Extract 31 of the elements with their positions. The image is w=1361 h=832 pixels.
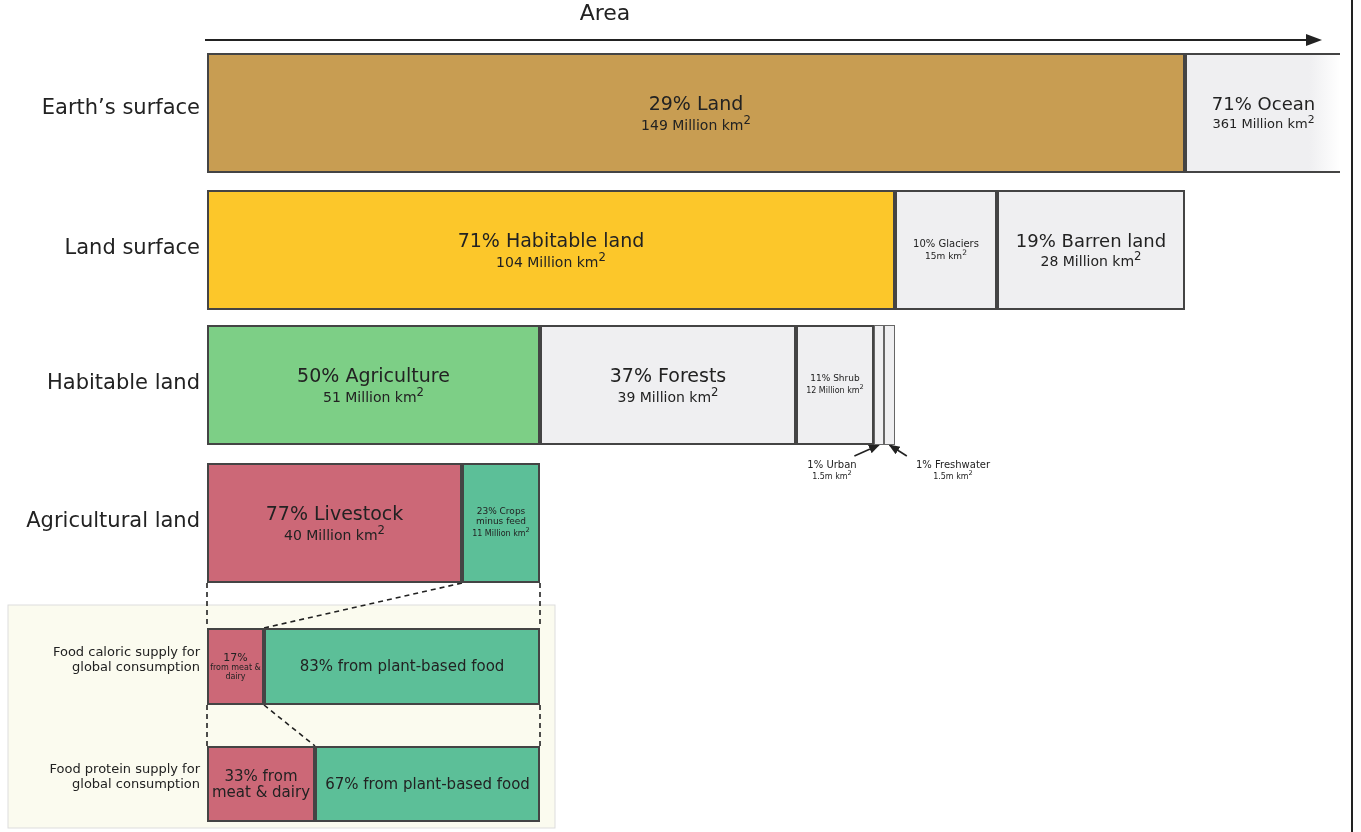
thin-bar [884, 325, 895, 445]
dashed-connector [539, 704, 541, 747]
meat-dairy-calories-bar: 17% from meat & dairy [207, 628, 264, 705]
habitable-land-bar: 71% Habitable land 104 Million km$^{2}$ [207, 190, 895, 310]
barren-land-bar: 19% Barren land 28 Million km$^{2}$ [997, 190, 1185, 310]
freshwater-label: 1% Freshwater 1.5m km$^{2}$ [898, 456, 1008, 484]
thin-bar [874, 325, 884, 445]
livestock-bar: 77% Livestock 40 Million km$^{2}$ [207, 463, 462, 583]
row-label: Land surface [63, 235, 200, 260]
leader-line [853, 444, 880, 457]
plant-protein-bar: 67% from plant-based food [315, 746, 540, 822]
urban-label: 1% Urban 1.5m km$^{2}$ [800, 456, 864, 484]
land-area-bar: 29% Land 149 Million km$^{2}$ [207, 53, 1185, 173]
plant-calories-bar: 83% from plant-based food [264, 628, 540, 705]
row-label: Habitable land [45, 370, 200, 395]
forests-bar: 37% Forests 39 Million km$^{2}$ [540, 325, 796, 445]
row-label: Earth’s surface [40, 95, 200, 120]
glaciers-bar: 10% Glaciers 15m km$^{2}$ [895, 190, 997, 310]
row-label: Agricultural land [25, 508, 200, 533]
dashed-connector [263, 704, 316, 747]
crops-bar: 23% Crops minus feed 11 Million km$^{2}$ [462, 463, 540, 583]
meat-dairy-protein-bar: 33% from meat & dairy [207, 746, 315, 822]
row-label: Food caloric supply for global consumption [51, 645, 200, 675]
dashed-connector [263, 582, 463, 629]
leader-line [888, 444, 908, 457]
ocean-area-bar: 71% Ocean 361 Million km$^{2}$ [1185, 53, 1340, 173]
shrub-bar: 11% Shrub 12 Million km$^{2}$ [796, 325, 874, 445]
axis-title: Area [578, 0, 632, 26]
agriculture-bar: 50% Agriculture 51 Million km$^{2}$ [207, 325, 540, 445]
row-label: Food protein supply for global consumption [48, 762, 200, 792]
dashed-connector [206, 704, 208, 747]
